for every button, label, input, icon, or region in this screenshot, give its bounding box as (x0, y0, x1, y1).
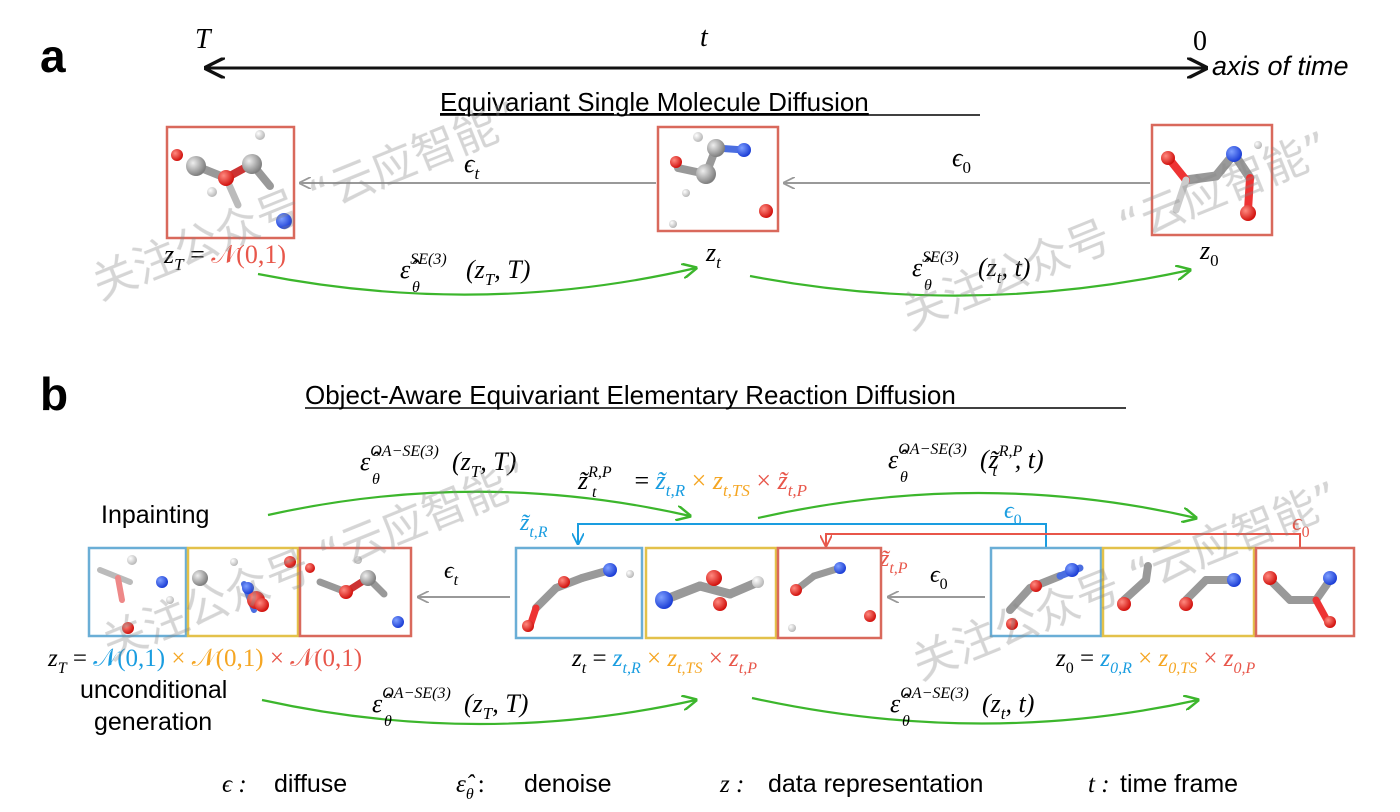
eps0-blue: ϵ0 (1004, 498, 1022, 529)
denoise-label-a2: ε̂SE(3)θ(zt, t) (912, 249, 1030, 294)
molecule-box-zT (165, 125, 296, 240)
denoise-arrow-b-bot1 (261, 700, 696, 726)
box-zt-R (514, 546, 644, 640)
box-z0-R (989, 546, 1103, 638)
zt-equation-b: zt = zt,R × zt,TS × zt,P (571, 645, 757, 677)
box-z0-TS (1101, 546, 1256, 638)
legend-data: data representation (768, 770, 983, 798)
bracket-arrow-blue (578, 523, 1047, 548)
box-zt-TS (644, 546, 778, 640)
panel-a-label: a (40, 30, 66, 82)
eps0-red: ϵ0 (1292, 510, 1310, 541)
zT-label-a: zT = 𝒩(0,1) (163, 240, 286, 274)
time-axis-0: 0 (1193, 26, 1207, 57)
box-z0-P (1254, 546, 1356, 638)
panel-a-title: Equivariant Single Molecule Diffusion (440, 87, 869, 117)
eps-0-a: ϵ0 (952, 143, 971, 177)
legend-denoise: denoise (524, 770, 612, 798)
denoise-label-b-bot2: ε̂OA−SE(3)θ(zt, t) (890, 685, 1034, 730)
bracket-arrow-red (826, 533, 1301, 548)
inpainting-label: Inpainting (101, 501, 209, 529)
denoise-label-a1: ε̂SE(3)θ(zT, T) (400, 251, 530, 296)
legend-denoise-symbol: ε̂θ: (456, 771, 485, 803)
time-axis-t: t (700, 22, 709, 53)
box-zT-R (87, 546, 188, 638)
denoise-arrow-a2 (749, 270, 1190, 297)
zT-equation-b: zT = 𝒩(0,1) × 𝒩(0,1) × 𝒩(0,1) (47, 645, 362, 677)
molecule-box-z0 (1150, 123, 1274, 237)
denoise-arrow-b-top1 (267, 490, 690, 516)
legend-diffuse: diffuse (274, 770, 347, 798)
molecule-box-zt (656, 125, 780, 233)
zt-label-a: zt (705, 238, 722, 272)
eps-t-a: ϵt (464, 149, 480, 183)
axis-of-time-label: axis of time (1212, 51, 1349, 81)
watermark-1: 关注公众号 “云应智能” (85, 92, 527, 310)
legend-diffuse-symbol: ϵ : (222, 771, 247, 798)
denoise-arrow-a1 (257, 268, 696, 296)
ztP-label: z̃t,P (879, 546, 908, 577)
z0-label-a: z0 (1199, 236, 1219, 270)
panel-b-label: b (40, 368, 68, 420)
denoise-label-b-bot1: ε̂OA−SE(3)θ(zT, T) (372, 685, 528, 730)
box-zT-TS (186, 546, 300, 638)
time-axis-T: T (195, 24, 213, 55)
unconditional-label: unconditional (80, 676, 227, 704)
box-zt-P (776, 546, 883, 640)
denoise-arrow-b-bot2 (751, 698, 1198, 725)
panel-b-title: Object-Aware Equivariant Elementary Reac… (305, 380, 956, 410)
denoise-label-b-top1: ε̂OA−SE(3)θ(zT, T) (360, 443, 516, 488)
legend-time: time frame (1120, 770, 1238, 798)
legend-time-symbol: t : (1088, 771, 1110, 798)
box-zT-P (298, 546, 413, 638)
denoise-arrow-b-top2 (757, 491, 1196, 518)
eps0-gray: ϵ0 (930, 562, 948, 593)
eps-t-b: ϵt (444, 558, 459, 589)
legend-data-symbol: z : (719, 771, 744, 798)
ztR-label: z̃t,R (519, 510, 548, 541)
z0-equation-b: z0 = z0,R × z0,TS × z0,P (1055, 645, 1255, 677)
generation-label: generation (94, 708, 212, 736)
